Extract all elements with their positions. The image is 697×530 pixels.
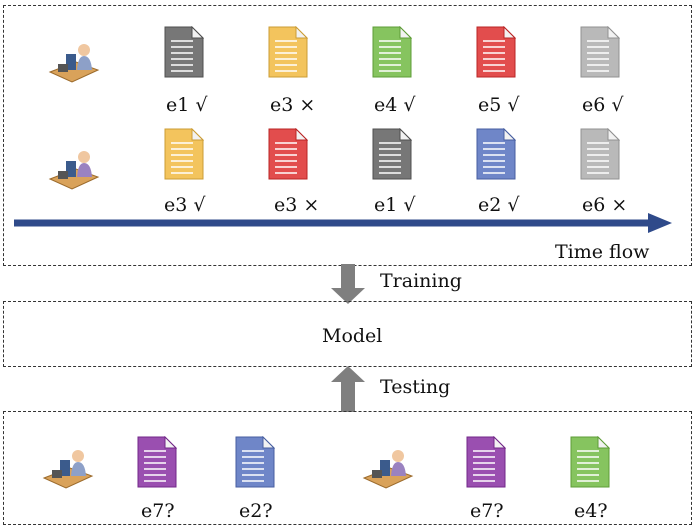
document-label: e3 × — [274, 194, 320, 216]
user-icon — [46, 40, 100, 84]
document-icon — [476, 128, 516, 180]
document-icon — [164, 128, 204, 180]
training-arrow — [331, 264, 365, 304]
document-icon — [268, 26, 308, 78]
document-label: e1 √ — [166, 94, 208, 116]
document-label: e2? — [239, 500, 273, 522]
time-flow-label: Time flow — [555, 241, 650, 263]
document-label: e3 × — [270, 94, 316, 116]
document-icon — [137, 436, 177, 488]
testing-data-panel — [3, 411, 692, 525]
user-icon — [40, 446, 94, 490]
user-icon — [360, 446, 414, 490]
document-icon — [476, 26, 516, 78]
document-label: e3 √ — [164, 194, 206, 216]
document-icon — [580, 128, 620, 180]
testing-arrow — [331, 366, 365, 412]
user-icon — [46, 147, 100, 191]
document-label: e4 √ — [374, 94, 416, 116]
document-icon — [466, 436, 506, 488]
document-label: e2 √ — [478, 194, 520, 216]
training-label: Training — [380, 270, 462, 292]
testing-label: Testing — [380, 376, 451, 398]
model-label: Model — [322, 325, 383, 347]
document-label: e4? — [574, 500, 608, 522]
document-icon — [164, 26, 204, 78]
document-label: e1 √ — [374, 194, 416, 216]
document-icon — [372, 26, 412, 78]
document-icon — [235, 436, 275, 488]
document-icon — [580, 26, 620, 78]
document-label: e7? — [141, 500, 175, 522]
document-icon — [570, 436, 610, 488]
document-label: e5 √ — [478, 94, 520, 116]
document-label: e6 √ — [582, 94, 624, 116]
document-label: e7? — [470, 500, 504, 522]
document-label: e6 × — [582, 194, 628, 216]
document-icon — [372, 128, 412, 180]
document-icon — [268, 128, 308, 180]
